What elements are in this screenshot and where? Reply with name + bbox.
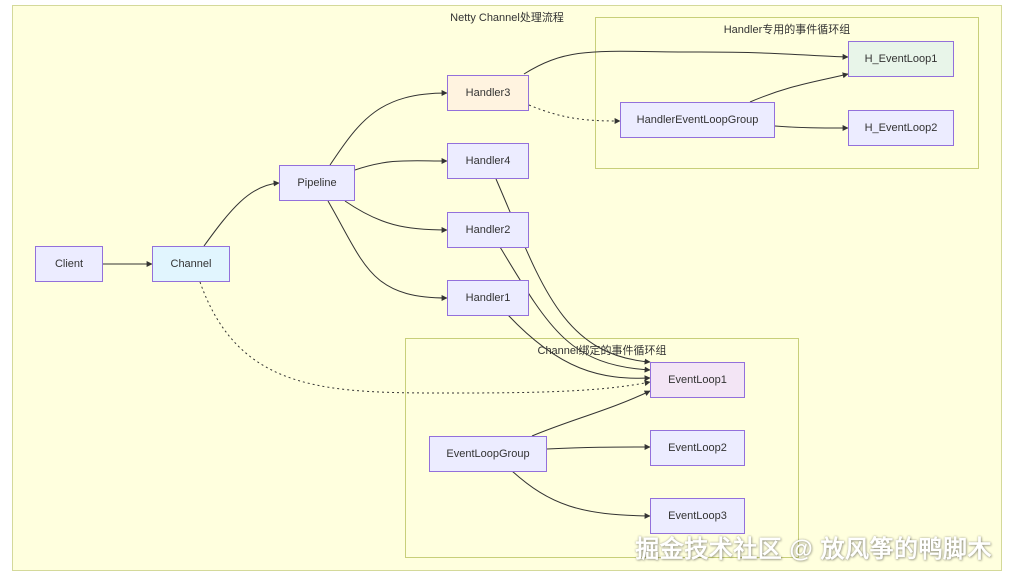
event-loop1-node: EventLoop1 bbox=[650, 362, 745, 398]
event-loop2-node: EventLoop2 bbox=[650, 430, 745, 466]
edge-handler-group-h-event-loop2 bbox=[774, 124, 849, 131]
edge-pipeline-handler2 bbox=[344, 200, 448, 233]
edge-pipeline-handler4 bbox=[354, 157, 448, 171]
channel-node: Channel bbox=[152, 246, 230, 282]
handler-cluster-title: Handler专用的事件循环组 bbox=[723, 24, 851, 36]
pipeline-node: Pipeline bbox=[279, 165, 355, 201]
client-node: Client bbox=[35, 246, 103, 282]
edge-channel-pipeline bbox=[203, 180, 280, 247]
handler4-node: Handler4 bbox=[447, 143, 529, 179]
edge-handler3-h-event-loop1 bbox=[523, 50, 849, 75]
handler3-node: Handler3 bbox=[447, 75, 529, 111]
event-loop-group-node: EventLoopGroup bbox=[429, 436, 547, 472]
edge-event-loop-group-event-loop2 bbox=[546, 444, 651, 451]
event-loop3-node: EventLoop3 bbox=[650, 498, 745, 534]
edge-event-loop-group-event-loop3 bbox=[511, 470, 651, 519]
handler-event-loop-group-node: HandlerEventLoopGroup bbox=[620, 102, 775, 138]
watermark: 掘金技术社区 @ 放风筝的鸭脚木 bbox=[635, 536, 992, 563]
handler2-node: Handler2 bbox=[447, 212, 529, 248]
edge-handler1-event-loop1 bbox=[507, 314, 651, 382]
channel-cluster-title: Channel绑定的事件循环组 bbox=[537, 345, 667, 357]
h-event-loop2-node: H_EventLoop2 bbox=[848, 110, 954, 146]
edge-handler3-handler-group-dotted bbox=[528, 104, 621, 124]
h-event-loop1-node: H_EventLoop1 bbox=[848, 41, 954, 77]
edge-handler4-event-loop1 bbox=[495, 178, 651, 365]
edge-channel-event-loop1-dotted bbox=[199, 281, 651, 394]
handler1-node: Handler1 bbox=[447, 280, 529, 316]
edge-pipeline-handler3 bbox=[329, 90, 448, 166]
edge-handler2-event-loop1 bbox=[499, 246, 651, 373]
edge-handler-group-h-event-loop1 bbox=[749, 72, 849, 103]
edge-pipeline-handler1 bbox=[327, 200, 448, 301]
edge-event-loop-group-event-loop1 bbox=[531, 390, 651, 437]
diagram-title: Netty Channel处理流程 bbox=[450, 12, 564, 24]
